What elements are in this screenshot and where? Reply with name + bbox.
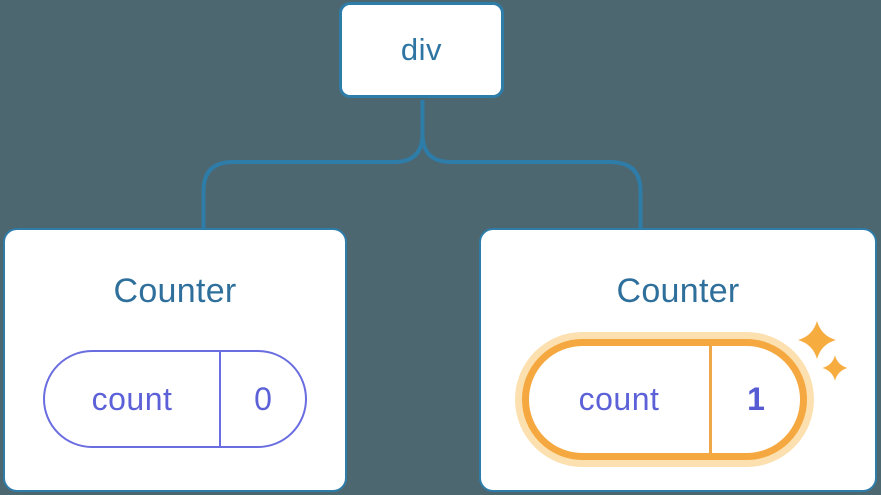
- connector-right-branch: [420, 100, 643, 230]
- state-pill-highlighted: count 1: [522, 339, 807, 460]
- component-title: Counter: [113, 272, 237, 310]
- counter-card-right: Counter count 1: [479, 228, 877, 492]
- component-title: Counter: [616, 272, 740, 310]
- root-node-label: div: [400, 32, 443, 67]
- sparkles-icon: [798, 321, 848, 381]
- state-value: 1: [747, 381, 765, 417]
- state-name-cell: count: [45, 352, 221, 446]
- root-node-div: div: [339, 2, 504, 98]
- state-value-cell: 0: [221, 352, 305, 446]
- connector-left-branch: [201, 100, 425, 230]
- state-name: count: [578, 381, 660, 417]
- state-value: 0: [254, 380, 272, 417]
- state-name-cell: count: [529, 346, 712, 453]
- state-value-cell: 1: [712, 346, 800, 453]
- counter-card-left: Counter count 0: [3, 228, 347, 492]
- state-name: count: [91, 380, 173, 417]
- state-pill: count 0: [43, 350, 307, 448]
